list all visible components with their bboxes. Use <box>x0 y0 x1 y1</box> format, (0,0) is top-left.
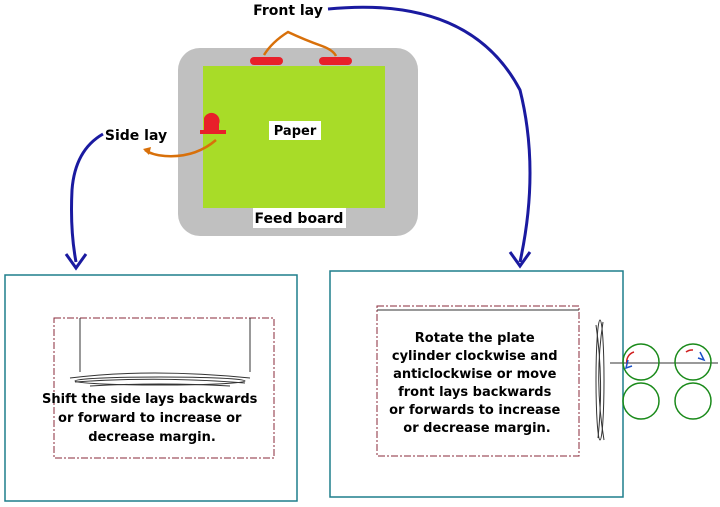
side-lay-leader-arrowhead <box>143 147 151 155</box>
front-lay-arrowhead <box>508 251 532 269</box>
feed-board-label: Feed board <box>255 211 344 227</box>
side-lay-adjustment-panel <box>4 274 298 502</box>
side-lay-arrowhead <box>64 253 88 271</box>
impression-cylinder-left <box>622 382 660 420</box>
side-lay-mark <box>200 112 226 134</box>
plate-cylinder-right <box>674 343 712 381</box>
side-lay-leader <box>144 139 217 158</box>
front-lay-adjustment-panel <box>329 270 624 498</box>
right-panel-text: Rotate the plate cylinder clockwise and … <box>389 331 565 436</box>
right-panel-line-6: or decrease margin. <box>403 421 550 436</box>
paper-label-box <box>269 121 321 140</box>
front-lay-mark-left <box>250 57 283 65</box>
right-panel-line-4: front lays backwards <box>398 385 551 400</box>
front-lay-arrow <box>327 5 532 263</box>
sheet-edge-sketch <box>595 319 605 441</box>
rotation-arrow-anticlockwise-head <box>624 359 633 370</box>
left-panel-line-3: decrease margin. <box>88 430 216 445</box>
impression-cylinder-right <box>674 382 712 420</box>
rotation-arrow-clockwise-head <box>697 351 706 362</box>
left-panel-line-1: Shift the side lays backwards <box>42 392 258 407</box>
feed-board-label-box <box>253 208 346 228</box>
rotation-arrow-clockwise-red <box>685 349 694 353</box>
plate-cylinder-left <box>622 343 660 381</box>
paper-label: Paper <box>274 124 317 139</box>
left-panel-text: Shift the side lays backwards or forward… <box>42 392 262 445</box>
right-panel-line-2: cylinder clockwise and <box>392 349 558 364</box>
side-lay-arrow <box>70 132 104 263</box>
right-panel-line-3: anticlockwise or move <box>393 367 557 382</box>
right-panel-line-5: or forwards to increase <box>389 403 560 418</box>
left-sheet-outline <box>53 317 275 459</box>
side-lay-label: Side lay <box>105 128 167 144</box>
left-panel-line-2: or forward to increase or <box>58 411 242 426</box>
front-lay-mark-right <box>319 57 352 65</box>
front-lay-label: Front lay <box>253 3 323 19</box>
right-panel-line-1: Rotate the plate <box>415 331 535 346</box>
right-sheet-outline <box>376 305 580 457</box>
front-lay-leader <box>262 30 338 57</box>
left-sheet-sketch <box>69 372 251 387</box>
